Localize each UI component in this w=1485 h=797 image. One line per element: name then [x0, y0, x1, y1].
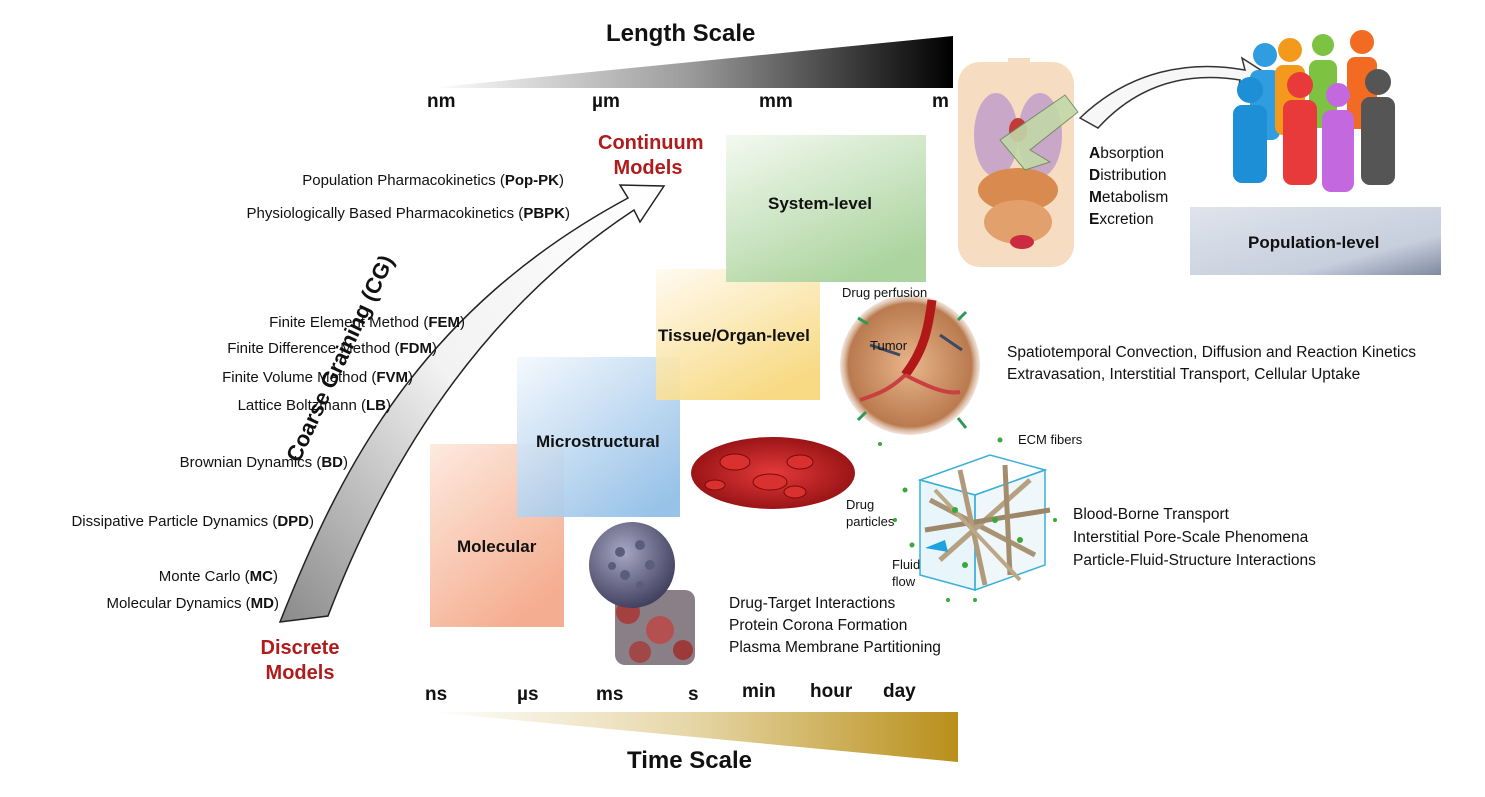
human-torso-icon [958, 58, 1079, 267]
micro-desc-3: Particle-Fluid-Structure Interactions [1073, 552, 1316, 569]
virus-protein-icon [589, 522, 695, 665]
people-group-icon [1233, 30, 1395, 192]
discrete-line-1: Discrete [260, 637, 340, 659]
micro-desc-2: Interstitial Pore-Scale Phenomena [1073, 529, 1309, 546]
red-blood-cells-icon [691, 437, 855, 509]
tumor-icon [840, 295, 980, 435]
population-label: Population-level [1248, 233, 1380, 252]
method-lb: Lattice Boltzmann (LB) [237, 397, 391, 414]
micro-desc-1: Blood-Borne Transport [1073, 506, 1229, 523]
time-scale-wedge [430, 712, 958, 762]
micro-description: Blood-Borne Transport Interstitial Pore-… [1073, 503, 1316, 572]
population-box [1190, 207, 1441, 275]
tissue-desc-1: Spatiotemporal Convection, Diffusion and… [1007, 344, 1416, 361]
continuum-line-1: Continuum [598, 132, 704, 154]
time-tick-ms: ms [596, 684, 624, 705]
discrete-models-label: Discrete Models [250, 636, 350, 686]
fluid-flow-line-1: Fluid [892, 557, 921, 572]
adme-excretion: Excretion [1089, 211, 1154, 228]
time-scale-title: Time Scale [627, 747, 752, 774]
tissue-description: Spatiotemporal Convection, Diffusion and… [1007, 342, 1416, 386]
ecm-cube-icon [878, 437, 1057, 602]
molecular-description: Drug-Target Interactions Protein Corona … [729, 593, 941, 659]
method-mc: Monte Carlo (MC) [158, 568, 278, 585]
molecular-desc-1: Drug-Target Interactions [729, 595, 896, 612]
length-scale-wedge [430, 36, 953, 88]
coarse-graining-arrow [278, 184, 666, 623]
method-md: Molecular Dynamics (MD) [106, 595, 279, 612]
adme-metabolism: Metabolism [1089, 189, 1169, 206]
continuum-models-label: Continuum Models [598, 131, 704, 181]
method-dpd: Dissipative Particle Dynamics (DPD) [71, 513, 314, 530]
microstructural-box [517, 357, 680, 517]
method-fem: Finite Element Method (FEM) [269, 314, 465, 331]
time-tick-s: s [688, 684, 699, 705]
length-tick-um: µm [592, 91, 620, 112]
length-tick-m: m [932, 91, 949, 112]
time-tick-day: day [883, 681, 916, 702]
drug-particles-label: Drug particles [846, 496, 894, 530]
molecular-desc-3: Plasma Membrane Partitioning [729, 639, 941, 656]
molecular-desc-2: Protein Corona Formation [729, 617, 908, 634]
time-tick-us: µs [517, 684, 539, 705]
adme-distribution: Distribution [1089, 167, 1167, 184]
drug-particles-line-2: particles [846, 514, 895, 529]
time-tick-min: min [742, 681, 776, 702]
length-tick-mm: mm [759, 91, 793, 112]
continuum-line-2: Models [613, 157, 683, 179]
fluid-flow-label: Fluid flow [892, 556, 920, 590]
method-fvm: Finite Volume Method (FVM) [222, 369, 413, 386]
tissue-label: Tissue/Organ-level [658, 326, 810, 345]
length-scale-title: Length Scale [606, 20, 756, 47]
adme-list: Absorption Distribution Metabolism Excre… [1089, 143, 1168, 231]
method-bd: Brownian Dynamics (BD) [179, 454, 348, 471]
tissue-desc-2: Extravasation, Interstitial Transport, C… [1007, 366, 1361, 383]
method-pop-pk: Population Pharmacokinetics (Pop-PK) [302, 172, 564, 189]
adme-absorption: Absorption [1089, 145, 1164, 162]
drug-particles-line-1: Drug [846, 497, 875, 512]
fluid-flow-line-2: flow [892, 574, 916, 589]
system-label: System-level [768, 194, 872, 213]
tumor-label: Tumor [870, 338, 908, 353]
method-fdm: Finite Difference Method (FDM) [227, 340, 437, 357]
method-pbpk: Physiologically Based Pharmacokinetics (… [246, 205, 570, 222]
length-tick-nm: nm [427, 91, 456, 112]
microstructural-label: Microstructural [536, 432, 660, 451]
ecm-fibers-label: ECM fibers [1018, 432, 1083, 447]
time-tick-hour: hour [810, 681, 853, 702]
tissue-box [656, 269, 820, 400]
molecular-label: Molecular [457, 537, 537, 556]
time-tick-ns: ns [425, 684, 448, 705]
system-box [726, 135, 926, 282]
discrete-line-2: Models [265, 662, 335, 684]
drug-perfusion-label: Drug perfusion [842, 285, 928, 300]
